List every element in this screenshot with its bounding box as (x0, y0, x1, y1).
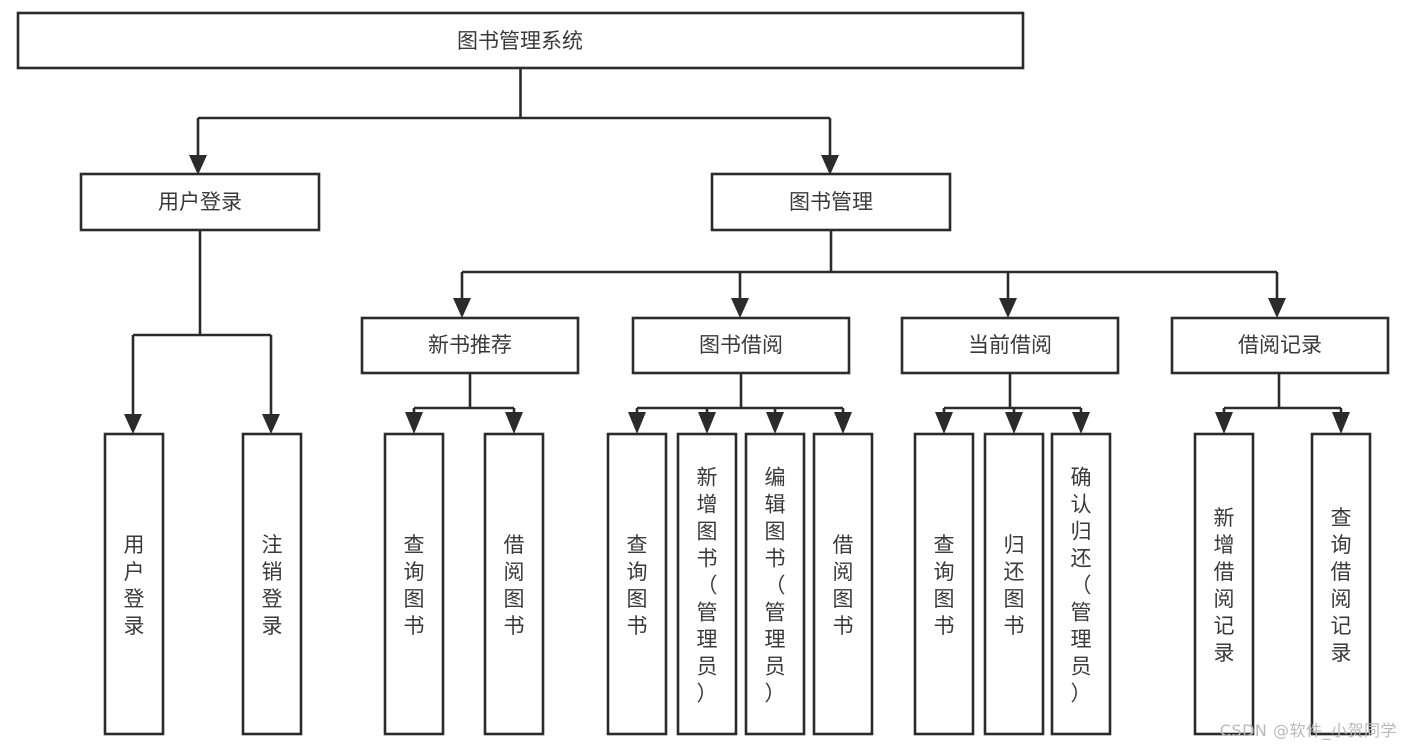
node-book-management-label: 图书管理 (789, 190, 873, 214)
arrow-record-leaf-2 (1332, 412, 1350, 434)
leaf-edit-book-admin-box[interactable] (744, 432, 806, 736)
leaf-query-book-current-label: 查询图书 (934, 533, 955, 638)
csdn-watermark: CSDN @软件_小贺同学 (1219, 721, 1397, 740)
leaf-logout[interactable]: 注销登录 (241, 432, 303, 736)
arrow-book-mgmt-to-borrow (731, 298, 749, 318)
arrow-current-leaf-1 (935, 412, 953, 434)
node-root-label: 图书管理系统 (457, 29, 583, 53)
node-user-login-label: 用户登录 (158, 190, 242, 214)
leaf-return-book-label: 归还图书 (1004, 533, 1025, 638)
leaf-user-login-label: 用户登录 (124, 533, 145, 638)
leaf-edit-book-admin[interactable]: 编辑图书（管理员） (744, 432, 806, 736)
node-new-book-recommend[interactable]: 新书推荐 (360, 316, 580, 375)
arrow-book-mgmt-to-new-book (453, 298, 471, 318)
node-root-box[interactable] (16, 11, 1025, 70)
node-borrow-record-box[interactable] (1170, 316, 1390, 375)
node-book-management[interactable]: 图书管理 (710, 172, 952, 232)
arrow-root-to-user-login (189, 155, 207, 175)
node-current-borrow[interactable]: 当前借阅 (900, 316, 1120, 375)
node-book-management-box[interactable] (710, 172, 952, 232)
arrow-borrow-leaf-3 (766, 412, 784, 434)
leaf-query-borrow-record-box[interactable] (1310, 432, 1372, 736)
leaf-borrow-book-new-box[interactable] (483, 432, 545, 736)
leaf-query-book-borrow-box[interactable] (606, 432, 668, 736)
leaf-query-borrow-record[interactable]: 查询借阅记录 (1310, 432, 1372, 736)
arrow-book-mgmt-to-record (1268, 298, 1286, 318)
node-book-borrow-label: 图书借阅 (699, 333, 783, 357)
arrow-borrow-leaf-2 (698, 412, 716, 434)
node-borrow-record[interactable]: 借阅记录 (1170, 316, 1390, 375)
node-book-borrow[interactable]: 图书借阅 (631, 316, 851, 375)
node-user-login-box[interactable] (79, 172, 321, 232)
leaf-user-login-box[interactable] (103, 432, 165, 736)
leaf-query-book-new[interactable]: 查询图书 (383, 432, 445, 736)
leaf-borrow-book-new-label: 借阅图书 (504, 533, 525, 638)
leaf-borrow-book-new[interactable]: 借阅图书 (483, 432, 545, 736)
arrow-new-book-leaf-2 (505, 412, 523, 434)
leaf-edit-book-admin-label: 编辑图书（管理员） (765, 466, 786, 706)
leaf-add-borrow-record-box[interactable] (1193, 432, 1255, 736)
leaf-query-book-current[interactable]: 查询图书 (913, 432, 975, 736)
leaf-borrow-book-box[interactable] (812, 432, 874, 736)
leaf-confirm-return-admin-label: 确认归还（管理员） (1071, 466, 1092, 706)
leaf-query-book-current-box[interactable] (913, 432, 975, 736)
leaf-logout-box[interactable] (241, 432, 303, 736)
arrow-current-leaf-3 (1072, 412, 1090, 434)
leaf-add-book-admin[interactable]: 新增图书（管理员） (676, 432, 738, 736)
leaf-add-book-admin-label: 新增图书（管理员） (697, 466, 718, 706)
leaf-query-book-new-label: 查询图书 (404, 533, 425, 638)
node-borrow-record-label: 借阅记录 (1238, 333, 1322, 357)
leaf-query-book-borrow-label: 查询图书 (627, 533, 648, 638)
arrow-root-to-book-mgmt (821, 155, 839, 175)
arrow-borrow-leaf-1 (628, 412, 646, 434)
node-book-borrow-box[interactable] (631, 316, 851, 375)
arrow-current-leaf-2 (1005, 412, 1023, 434)
arrow-book-mgmt-to-current (999, 298, 1017, 318)
leaf-confirm-return-admin[interactable]: 确认归还（管理员） (1050, 432, 1112, 736)
node-current-borrow-box[interactable] (900, 316, 1120, 375)
leaf-add-borrow-record[interactable]: 新增借阅记录 (1193, 432, 1255, 736)
leaf-return-book-box[interactable] (983, 432, 1045, 736)
arrow-user-login-leaf-1 (124, 414, 142, 434)
leaf-add-borrow-record-label: 新增借阅记录 (1214, 506, 1235, 665)
arrow-new-book-leaf-1 (405, 412, 423, 434)
node-current-borrow-label: 当前借阅 (968, 333, 1052, 357)
leaf-confirm-return-admin-box[interactable] (1050, 432, 1112, 736)
node-user-login[interactable]: 用户登录 (79, 172, 321, 232)
leaf-borrow-book[interactable]: 借阅图书 (812, 432, 874, 736)
arrow-record-leaf-1 (1215, 412, 1233, 434)
leaf-borrow-book-label: 借阅图书 (833, 533, 854, 638)
arrow-user-login-leaf-2 (262, 414, 280, 434)
arrow-borrow-leaf-4 (834, 412, 852, 434)
leaf-logout-label: 注销登录 (262, 533, 283, 638)
node-new-book-recommend-box[interactable] (360, 316, 580, 375)
leaf-add-book-admin-box[interactable] (676, 432, 738, 736)
node-new-book-recommend-label: 新书推荐 (428, 333, 512, 357)
node-root[interactable]: 图书管理系统 (16, 11, 1025, 70)
leaf-query-book-borrow[interactable]: 查询图书 (606, 432, 668, 736)
leaf-query-borrow-record-label: 查询借阅记录 (1331, 506, 1352, 665)
leaf-user-login[interactable]: 用户登录 (103, 432, 165, 736)
leaf-return-book[interactable]: 归还图书 (983, 432, 1045, 736)
leaf-query-book-new-box[interactable] (383, 432, 445, 736)
connector-layer (124, 68, 1350, 434)
